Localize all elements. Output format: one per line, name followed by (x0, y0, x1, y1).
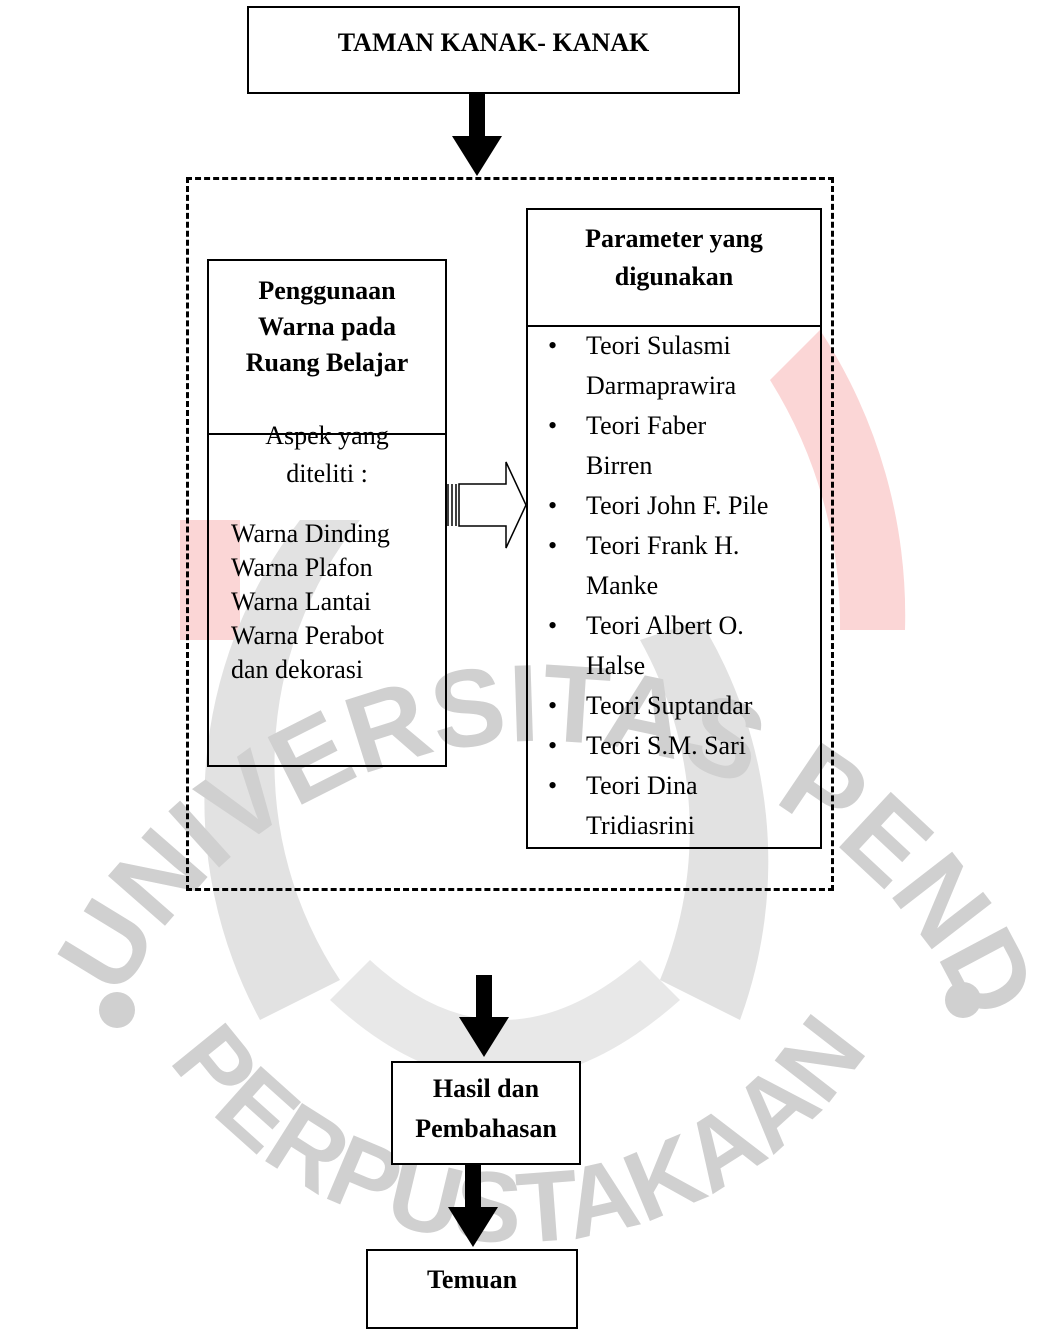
theory-line: Birren (586, 451, 653, 480)
watermark-red-segment (770, 330, 906, 630)
hasil-label: Hasil dan Pembahasan (393, 1069, 579, 1149)
theory-item: • Teori Frank H. Manke (528, 526, 816, 606)
bullet-icon: • (548, 411, 558, 440)
theory-line: Teori Albert O. (586, 611, 744, 640)
theory-line: Teori John F. Pile (586, 491, 769, 520)
bullet-icon: • (548, 731, 558, 760)
right-box-title: Parameter yang digunakan (528, 220, 820, 296)
bullet-icon: • (548, 771, 558, 800)
hasil-line: Hasil dan (432, 1074, 540, 1103)
aspek-line: Aspek yang (265, 421, 389, 450)
theory-line: Darmaprawira (586, 371, 737, 400)
arrow-down-2 (459, 975, 509, 1057)
bullet-icon: • (548, 331, 558, 360)
watermark-dot-left (99, 992, 135, 1028)
theory-line: Teori Suptandar (586, 691, 753, 720)
node-hasil-pembahasan: Hasil dan Pembahasan (391, 1061, 581, 1165)
node-taman-kanak-kanak: TAMAN KANAK- KANAK (247, 6, 740, 94)
left-title-line: Warna pada (258, 312, 396, 341)
node-title: TAMAN KANAK- KANAK (337, 28, 650, 57)
theory-line: Teori Dina (586, 771, 698, 800)
arrow-right-hollow (447, 461, 527, 549)
left-box-divider (209, 433, 445, 435)
left-box-title: Penggunaan Warna pada Ruang Belajar (209, 273, 445, 381)
right-box-divider (528, 325, 820, 327)
analysis-group-frame (186, 177, 834, 891)
watermark-dot-right (945, 982, 981, 1018)
watermark-inner-gray-left (204, 520, 360, 1020)
aspek-label: Aspek yang diteliti : (209, 417, 445, 493)
list-item: Warna Dinding (231, 519, 390, 548)
left-title-line: Penggunaan (258, 276, 396, 305)
watermark-inner-pink (180, 520, 240, 640)
theory-item: • Teori John F. Pile (528, 486, 816, 526)
bullet-icon: • (548, 491, 558, 520)
theory-line: Teori Sulasmi (586, 331, 731, 360)
aspek-items-list: Warna Dinding Warna Plafon Warna Lantai … (231, 517, 390, 687)
temuan-label: Temuan (426, 1265, 518, 1294)
arrow-down-3 (448, 1165, 498, 1247)
right-title-line: digunakan (614, 262, 734, 291)
list-item: Warna Lantai (231, 587, 372, 616)
aspek-line: diteliti : (286, 459, 368, 488)
list-item: dan dekorasi (231, 655, 364, 684)
watermark-inner-gray-right (640, 620, 769, 1020)
theory-item: • Teori Albert O. Halse (528, 606, 816, 686)
node-temuan: Temuan (366, 1249, 578, 1329)
theory-item: • Teori Suptandar (528, 686, 816, 726)
left-title-line: Ruang Belajar (245, 348, 409, 377)
theory-line: Teori Frank H. (586, 531, 740, 560)
bullet-icon: • (548, 691, 558, 720)
right-title-line: Parameter yang (585, 224, 763, 253)
theory-line: Halse (586, 651, 646, 680)
theory-line: Teori Faber (586, 411, 707, 440)
theory-line: Teori S.M. Sari (586, 731, 746, 760)
arrow-down-1 (452, 94, 502, 176)
bullet-icon: • (548, 611, 558, 640)
node-penggunaan-warna: Penggunaan Warna pada Ruang Belajar Aspe… (207, 259, 447, 767)
list-item: Warna Perabot (231, 621, 385, 650)
hasil-line: Pembahasan (415, 1114, 557, 1143)
theory-line: Tridiasrini (586, 811, 695, 840)
list-item: Warna Plafon (231, 553, 373, 582)
theory-item: • Teori S.M. Sari (528, 726, 816, 766)
theory-line: Manke (586, 571, 659, 600)
bullet-icon: • (548, 531, 558, 560)
